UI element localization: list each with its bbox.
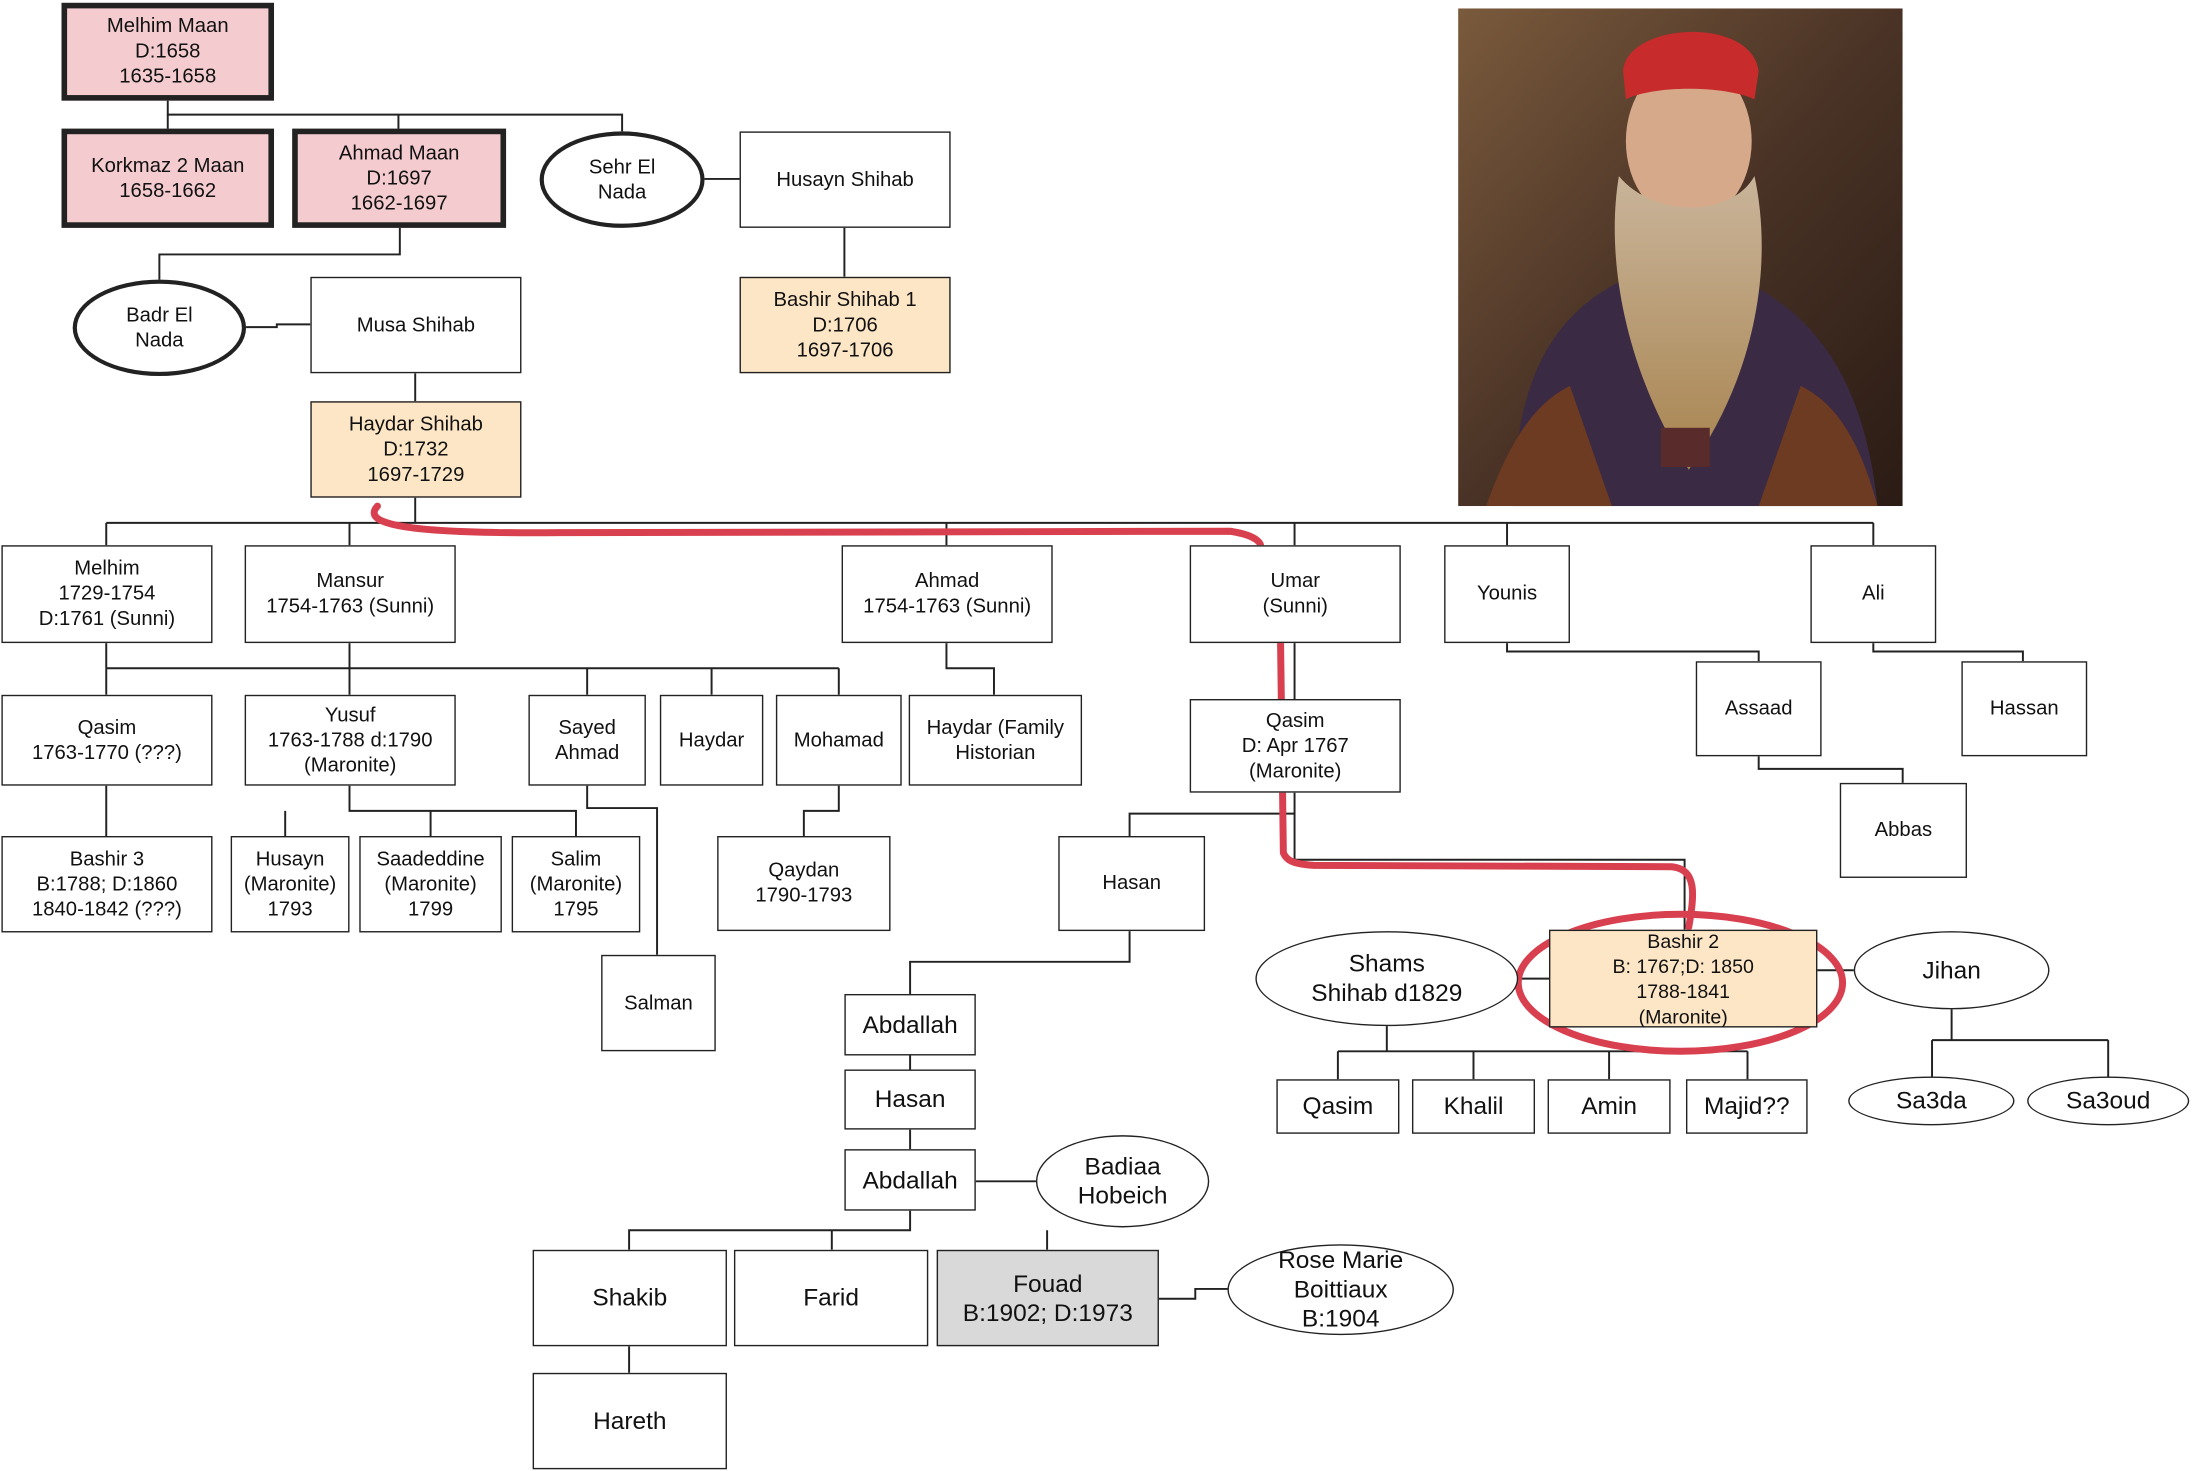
person-husayn-maronite: Husayn (Maronite) 1793 [230, 836, 350, 933]
person-shakib: Shakib [532, 1249, 727, 1347]
child-qasim: Qasim [1276, 1079, 1400, 1134]
connector-yusuf-children [284, 810, 432, 837]
connector-shams-children [1336, 1026, 1749, 1080]
connector-fouad-rose [1158, 1287, 1228, 1300]
person-assaad: Assaad [1695, 661, 1822, 757]
connector-assaad-abbas [1757, 756, 1904, 783]
spouse-jihan: Jihan [1853, 931, 2050, 1010]
connector-mohamad-qaydan [802, 785, 840, 837]
connector-melhim-mansur-drop [105, 643, 351, 669]
person-qasim-1763: Qasim 1763-1770 (???) [1, 694, 213, 786]
person-mansur: Mansur 1754-1763 (Sunni) [244, 545, 456, 644]
highlight-circle-bashir2 [1514, 910, 1847, 1055]
spouse-rose-marie-boittiaux: Rose Marie Boittiaux B:1904 [1227, 1244, 1454, 1336]
spouse-badr-el-nada: Badr El Nada [72, 279, 247, 377]
connector-jihan-children [1931, 1009, 2110, 1077]
person-fouad: Fouad B:1902; D:1973 [936, 1249, 1159, 1347]
person-qasim-1767: Qasim D: Apr 1767 (Maronite) [1189, 699, 1401, 793]
person-haydar-family-historian: Haydar (Family Historian [908, 694, 1083, 786]
portrait-photo [1458, 8, 1903, 507]
person-hasan-1: Hasan [1058, 836, 1206, 932]
person-salim: Salim (Maronite) 1795 [511, 836, 641, 933]
person-melhim: Melhim 1729-1754 D:1761 (Sunni) [1, 545, 213, 644]
person-bashir-shihab-1: Bashir Shihab 1 D:1706 1697-1706 [739, 276, 951, 374]
person-hassan: Hassan [1961, 661, 2088, 757]
connector-sayed-salman [586, 785, 659, 955]
connector-badr-musa [246, 323, 311, 329]
highlight-path-umar [370, 502, 1265, 555]
person-haydar: Haydar [659, 694, 764, 786]
connector-hasan-abdallah [909, 931, 1131, 994]
spouse-shams-shihab: Shams Shihab d1829 [1255, 931, 1519, 1027]
person-ali: Ali [1810, 545, 1937, 644]
person-ahmad-maan: Ahmad Maan D:1697 1662-1697 [292, 128, 507, 228]
person-musa-shihab: Musa Shihab [310, 276, 522, 374]
person-umar: Umar (Sunni) [1189, 545, 1401, 644]
connector-younis-assaad [1506, 643, 1760, 662]
connector-abdallah-children [628, 1210, 1049, 1250]
connector-yusuf-bus [348, 785, 577, 837]
person-abbas: Abbas [1839, 782, 1967, 878]
spouse-sehr-el-nada: Sehr El Nada [539, 131, 705, 228]
person-qaydan: Qaydan 1790-1793 [717, 836, 891, 932]
child-amin: Amin [1547, 1079, 1671, 1134]
person-abdallah-1: Abdallah [844, 993, 976, 1056]
person-bashir-2: Bashir 2 B: 1767;D: 1850 1788-1841 (Maro… [1548, 929, 1818, 1028]
person-bashir-3: Bashir 3 B:1788; D:1860 1840-1842 (???) [1, 836, 213, 933]
person-melhim-maan: Melhim Maan D:1658 1635-1658 [61, 2, 275, 101]
highlight-path-bashir2 [1277, 639, 1697, 931]
person-yusuf: Yusuf 1763-1788 d:1790 (Maronite) [244, 694, 456, 786]
connector-qasim-hasan [1128, 792, 1296, 837]
person-haydar-shihab: Haydar Shihab D:1732 1697-1729 [310, 401, 522, 498]
child-sa3da: Sa3da [1848, 1076, 2015, 1126]
person-hasan-2: Hasan [844, 1069, 976, 1130]
connector-maan-children [166, 100, 624, 132]
person-hareth: Hareth [532, 1372, 727, 1470]
child-sa3oud: Sa3oud [2027, 1076, 2190, 1126]
child-majid: Majid?? [1685, 1079, 1808, 1134]
connector-ahmad-badr [158, 227, 401, 280]
connector-melhim-children [105, 668, 840, 695]
person-farid: Farid [733, 1249, 929, 1347]
person-abdallah-2: Abdallah [844, 1149, 976, 1211]
connector-ali-hassan [1872, 643, 2024, 662]
person-ahmad: Ahmad 1754-1763 (Sunni) [841, 545, 1053, 644]
connector-ahmad-haydar-family [945, 643, 995, 695]
person-husayn-shihab: Husayn Shihab [739, 131, 951, 228]
child-khalil: Khalil [1411, 1079, 1536, 1134]
spouse-badiaa-hobeich: Badiaa Hobeich [1035, 1135, 1210, 1228]
person-korkmaz-2-maan: Korkmaz 2 Maan 1658-1662 [61, 128, 275, 228]
person-salman: Salman [601, 954, 716, 1052]
connector-qasim-bashir2 [1293, 813, 1686, 930]
person-mohamad: Mohamad [775, 694, 902, 786]
person-sayed-ahmad: Sayed Ahmad [528, 694, 646, 786]
person-younis: Younis [1444, 545, 1570, 644]
person-saadeddine: Saadeddine (Maronite) 1799 [359, 836, 502, 933]
